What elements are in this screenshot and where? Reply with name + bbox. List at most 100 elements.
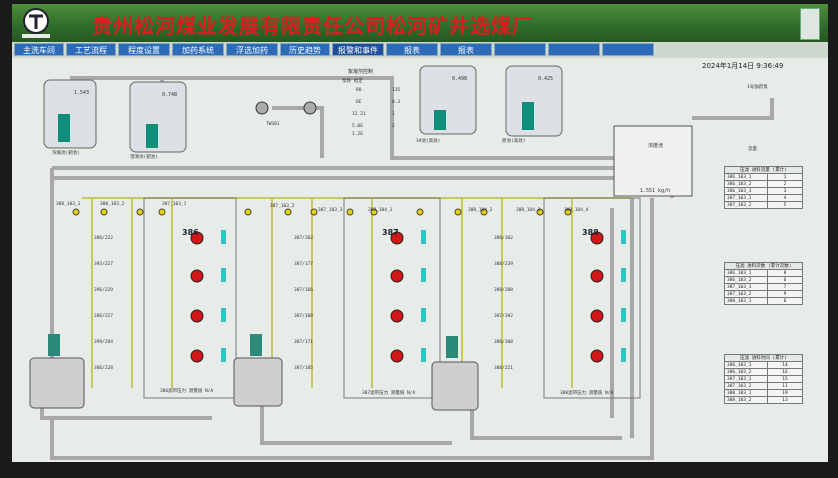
valve-0-3[interactable] — [190, 349, 204, 363]
title-bar: 贵州松河煤业发展有限责任公司松河矿井选煤厂 — [12, 4, 828, 42]
valve-2-2[interactable] — [590, 309, 604, 323]
level-indicator-0-2 — [221, 308, 226, 322]
tab-blank-1[interactable] — [494, 43, 546, 56]
tank-4-value: 0.425 — [538, 76, 554, 82]
flocculant-row-4: 0.3 — [392, 100, 401, 105]
tag-label-2: 387_103_1 — [162, 202, 187, 207]
tag-label-1: 388_103_2 — [100, 202, 125, 207]
tank-4 — [505, 65, 563, 137]
junction-node-7 — [346, 208, 354, 216]
table-cell-value: 8 — [767, 269, 803, 277]
tab-report-2[interactable]: 报表 — [440, 43, 492, 56]
pump-right[interactable] — [303, 101, 317, 115]
tab-main-workshop[interactable]: 主洗车间 — [14, 43, 64, 56]
tank-2-caption: 澄清池(耙池) — [130, 155, 158, 160]
table-cell-tag: 386_103_2 — [724, 180, 768, 188]
junction-node-12 — [536, 208, 544, 216]
table-cell-value: 3 — [767, 187, 803, 195]
table-cell-tag: 387_103_1 — [724, 194, 768, 202]
table-cell-value: 4 — [767, 194, 803, 202]
junction-node-2 — [136, 208, 144, 216]
tank-3-caption: 1#池(高效) — [416, 139, 441, 144]
valve-0-2[interactable] — [190, 309, 204, 323]
flocculant-row-5: 12.21 — [352, 112, 366, 117]
level-indicator-1-2 — [421, 308, 426, 322]
flocculant-row-3: DE — [356, 100, 362, 105]
tab-history-trend[interactable]: 历史趋势 — [280, 43, 330, 56]
level-indicator-2-2 — [621, 308, 626, 322]
table-cell-value: 6 — [767, 276, 803, 284]
pump-left-label: TW301 — [266, 122, 280, 127]
flocculant-row-9: 1.26 — [352, 132, 363, 137]
valve-2-0[interactable] — [590, 231, 604, 245]
valve-1-1[interactable] — [390, 269, 404, 283]
unit-0-readout-1: 393/227 — [94, 262, 113, 267]
tag-label-5: 388_104_1 — [368, 208, 393, 213]
tab-dosing-system[interactable]: 加药系统 — [172, 43, 224, 56]
table-cell-tag: 386_103_2 — [724, 368, 768, 376]
table-cell-value: 13 — [767, 396, 803, 404]
table-cell-tag: 388_103_1 — [724, 389, 768, 397]
unit-387-note: 387滤带压力 测量值 N/A — [362, 391, 416, 396]
tank-1 — [43, 79, 97, 149]
feed-pipes — [82, 197, 632, 388]
tag-label-0: 388_103_1 — [56, 202, 81, 207]
tab-degree-settings[interactable]: 程度设置 — [118, 43, 170, 56]
valve-0-0[interactable] — [190, 231, 204, 245]
valve-1-3[interactable] — [390, 349, 404, 363]
valve-1-2[interactable] — [390, 309, 404, 323]
unit-388-name: 388 — [582, 228, 599, 237]
junction-node-3 — [158, 208, 166, 216]
table-cell-value: 19 — [767, 389, 803, 397]
tab-flotation-dosing[interactable]: 浮选加药 — [226, 43, 278, 56]
table-cell-tag: 387_103_2 — [724, 201, 768, 209]
scada-screen: 贵州松河煤业发展有限责任公司松河矿井选煤厂 主洗车间 工艺流程 程度设置 加药系… — [12, 4, 828, 462]
tab-blank-3[interactable] — [602, 43, 654, 56]
unit-2-readout-2: 388/208 — [494, 288, 513, 293]
unit-387-frame — [343, 197, 441, 399]
unit-2-readout-1: 388/239 — [494, 262, 513, 267]
unit-1-readout-1: 387/177 — [294, 262, 313, 267]
junction-node-5 — [284, 208, 292, 216]
unit-386-frame — [143, 197, 237, 399]
company-logo — [18, 6, 54, 40]
unit-1-readout-5: 387/185 — [294, 366, 313, 371]
window-title: 贵州松河煤业发展有限责任公司松河矿井选煤厂 — [92, 14, 533, 38]
level-indicator-2-1 — [621, 268, 626, 282]
tab-report-1[interactable]: 报表 — [386, 43, 438, 56]
table-cell-value: 14 — [767, 361, 803, 369]
unit-0-readout-4: 399/284 — [94, 340, 113, 345]
table-cell-tag: 388_103_2 — [724, 396, 768, 404]
junction-node-1 — [100, 208, 108, 216]
exit-door-icon[interactable] — [800, 8, 820, 40]
tag-label-8: 388_104_4 — [564, 208, 589, 213]
valve-0-1[interactable] — [190, 269, 204, 283]
tank-2 — [129, 81, 187, 153]
unit-0-readout-3: 386/227 — [94, 314, 113, 319]
valve-2-3[interactable] — [590, 349, 604, 363]
tab-alarms-events[interactable]: 报警和事件 — [332, 43, 384, 56]
tab-process-flow[interactable]: 工艺流程 — [66, 43, 116, 56]
unit-386-note: 386滤带压力 测量值 N/A — [160, 389, 214, 394]
unit-1-readout-3: 387/188 — [294, 314, 313, 319]
unit-388-note: 388滤带压力 测量值 N/A — [560, 391, 614, 396]
tab-blank-2[interactable] — [548, 43, 600, 56]
reservoir-value: 1.551 kg/h — [640, 188, 671, 194]
unit-387-name: 387 — [382, 228, 399, 237]
valve-1-0[interactable] — [390, 231, 404, 245]
pump-left[interactable] — [255, 101, 269, 115]
table-cell-value: 5 — [767, 201, 803, 209]
valve-2-1[interactable] — [590, 269, 604, 283]
unit-0-readout-5: 386/228 — [94, 366, 113, 371]
side-table-title: 压滤 进料次数 (累计次数) — [724, 262, 803, 270]
